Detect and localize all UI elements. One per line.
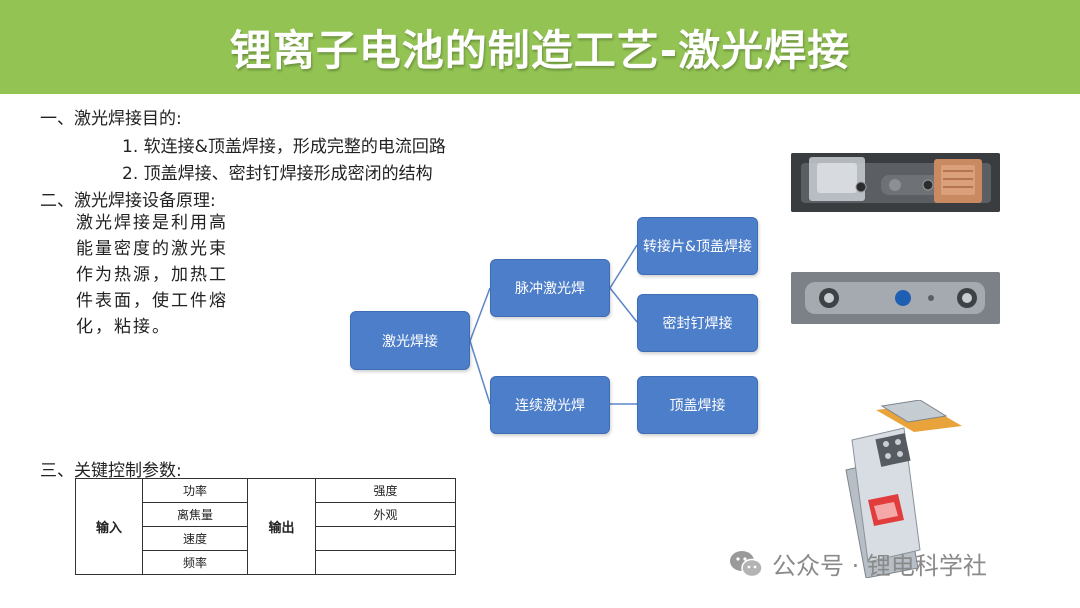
input-cell: 速度 [142,526,248,551]
diagram-continuous-label: 连续激光焊 [515,398,585,414]
diagram-tab-weld-label: 转接片&顶盖焊接 [643,239,752,255]
photo-top-cap-closeup [791,272,1000,324]
title-bar: 锂离子电池的制造工艺-激光焊接 [0,0,1080,94]
connector-pulse-seal [609,287,638,323]
output-cell: 强度 [315,478,456,503]
section1-item-2: 2. 顶盖焊接、密封钉焊接形成密闭的结构 [122,164,433,184]
paragraph-line: 化，粘接。 [76,317,171,337]
input-header: 输入 [75,478,143,575]
section3-heading: 三、关键控制参数: [40,461,182,481]
diagram-seal-weld-box: 密封钉焊接 [637,294,758,352]
diagram-cap-weld-label: 顶盖焊接 [669,398,726,414]
diagram-pulse-box: 脉冲激光焊 [490,259,610,317]
output-cell [315,550,456,575]
connector-root-pulse [469,287,491,342]
diagram-continuous-box: 连续激光焊 [490,376,610,434]
diagram-pulse-label: 脉冲激光焊 [515,281,585,297]
watermark: 公众号 · 锂电科学社 [728,546,987,581]
photo-battery-top-cap [791,153,1000,212]
table-row: 离焦量 外观 [76,502,456,527]
paragraph-line: 激光焊接是利用高 [76,213,228,233]
watermark-text: 公众号 · 锂电科学社 [772,552,987,580]
diagram-tab-weld-box: 转接片&顶盖焊接 [637,217,758,275]
table-row: 输入 功率 输出 强度 [75,478,456,575]
section2-heading: 二、激光焊接设备原理: [40,191,216,211]
input-cell: 频率 [142,550,248,575]
connector-root-continuous [469,340,491,405]
paragraph-line: 作为热源，加热工 [76,265,228,285]
output-cell [315,526,456,551]
page-title: 锂离子电池的制造工艺-激光焊接 [229,25,851,75]
section1-item-1: 1. 软连接&顶盖焊接，形成完整的电流回路 [122,137,446,157]
paragraph-line: 件表面，使工件熔 [76,291,228,311]
diagram-root-label: 激光焊接 [382,333,438,350]
parameters-table: 输入 功率 输出 强度 离焦量 外观 速度 频率 [75,478,456,575]
wechat-icon [730,550,763,577]
section2-paragraph: 激光焊接是利用高 能量密度的激光束 作为热源，加热工 件表面，使工件熔 化，粘接… [76,210,244,340]
diagram-cap-weld-box: 顶盖焊接 [637,376,758,434]
table-row: 速度 [76,526,456,551]
connector-pulse-tab [609,244,638,289]
photo-cell-assembly [838,400,968,578]
diagram-root-box: 激光焊接 [350,311,470,370]
diagram-seal-weld-label: 密封钉焊接 [662,316,733,332]
table-row: 频率 [76,550,456,575]
section1-heading: 一、激光焊接目的: [40,109,182,129]
input-cell: 功率 [142,478,248,503]
paragraph-line: 能量密度的激光束 [76,239,228,259]
input-cell: 离焦量 [142,502,248,527]
output-cell: 外观 [315,502,456,527]
output-header: 输出 [247,478,316,575]
